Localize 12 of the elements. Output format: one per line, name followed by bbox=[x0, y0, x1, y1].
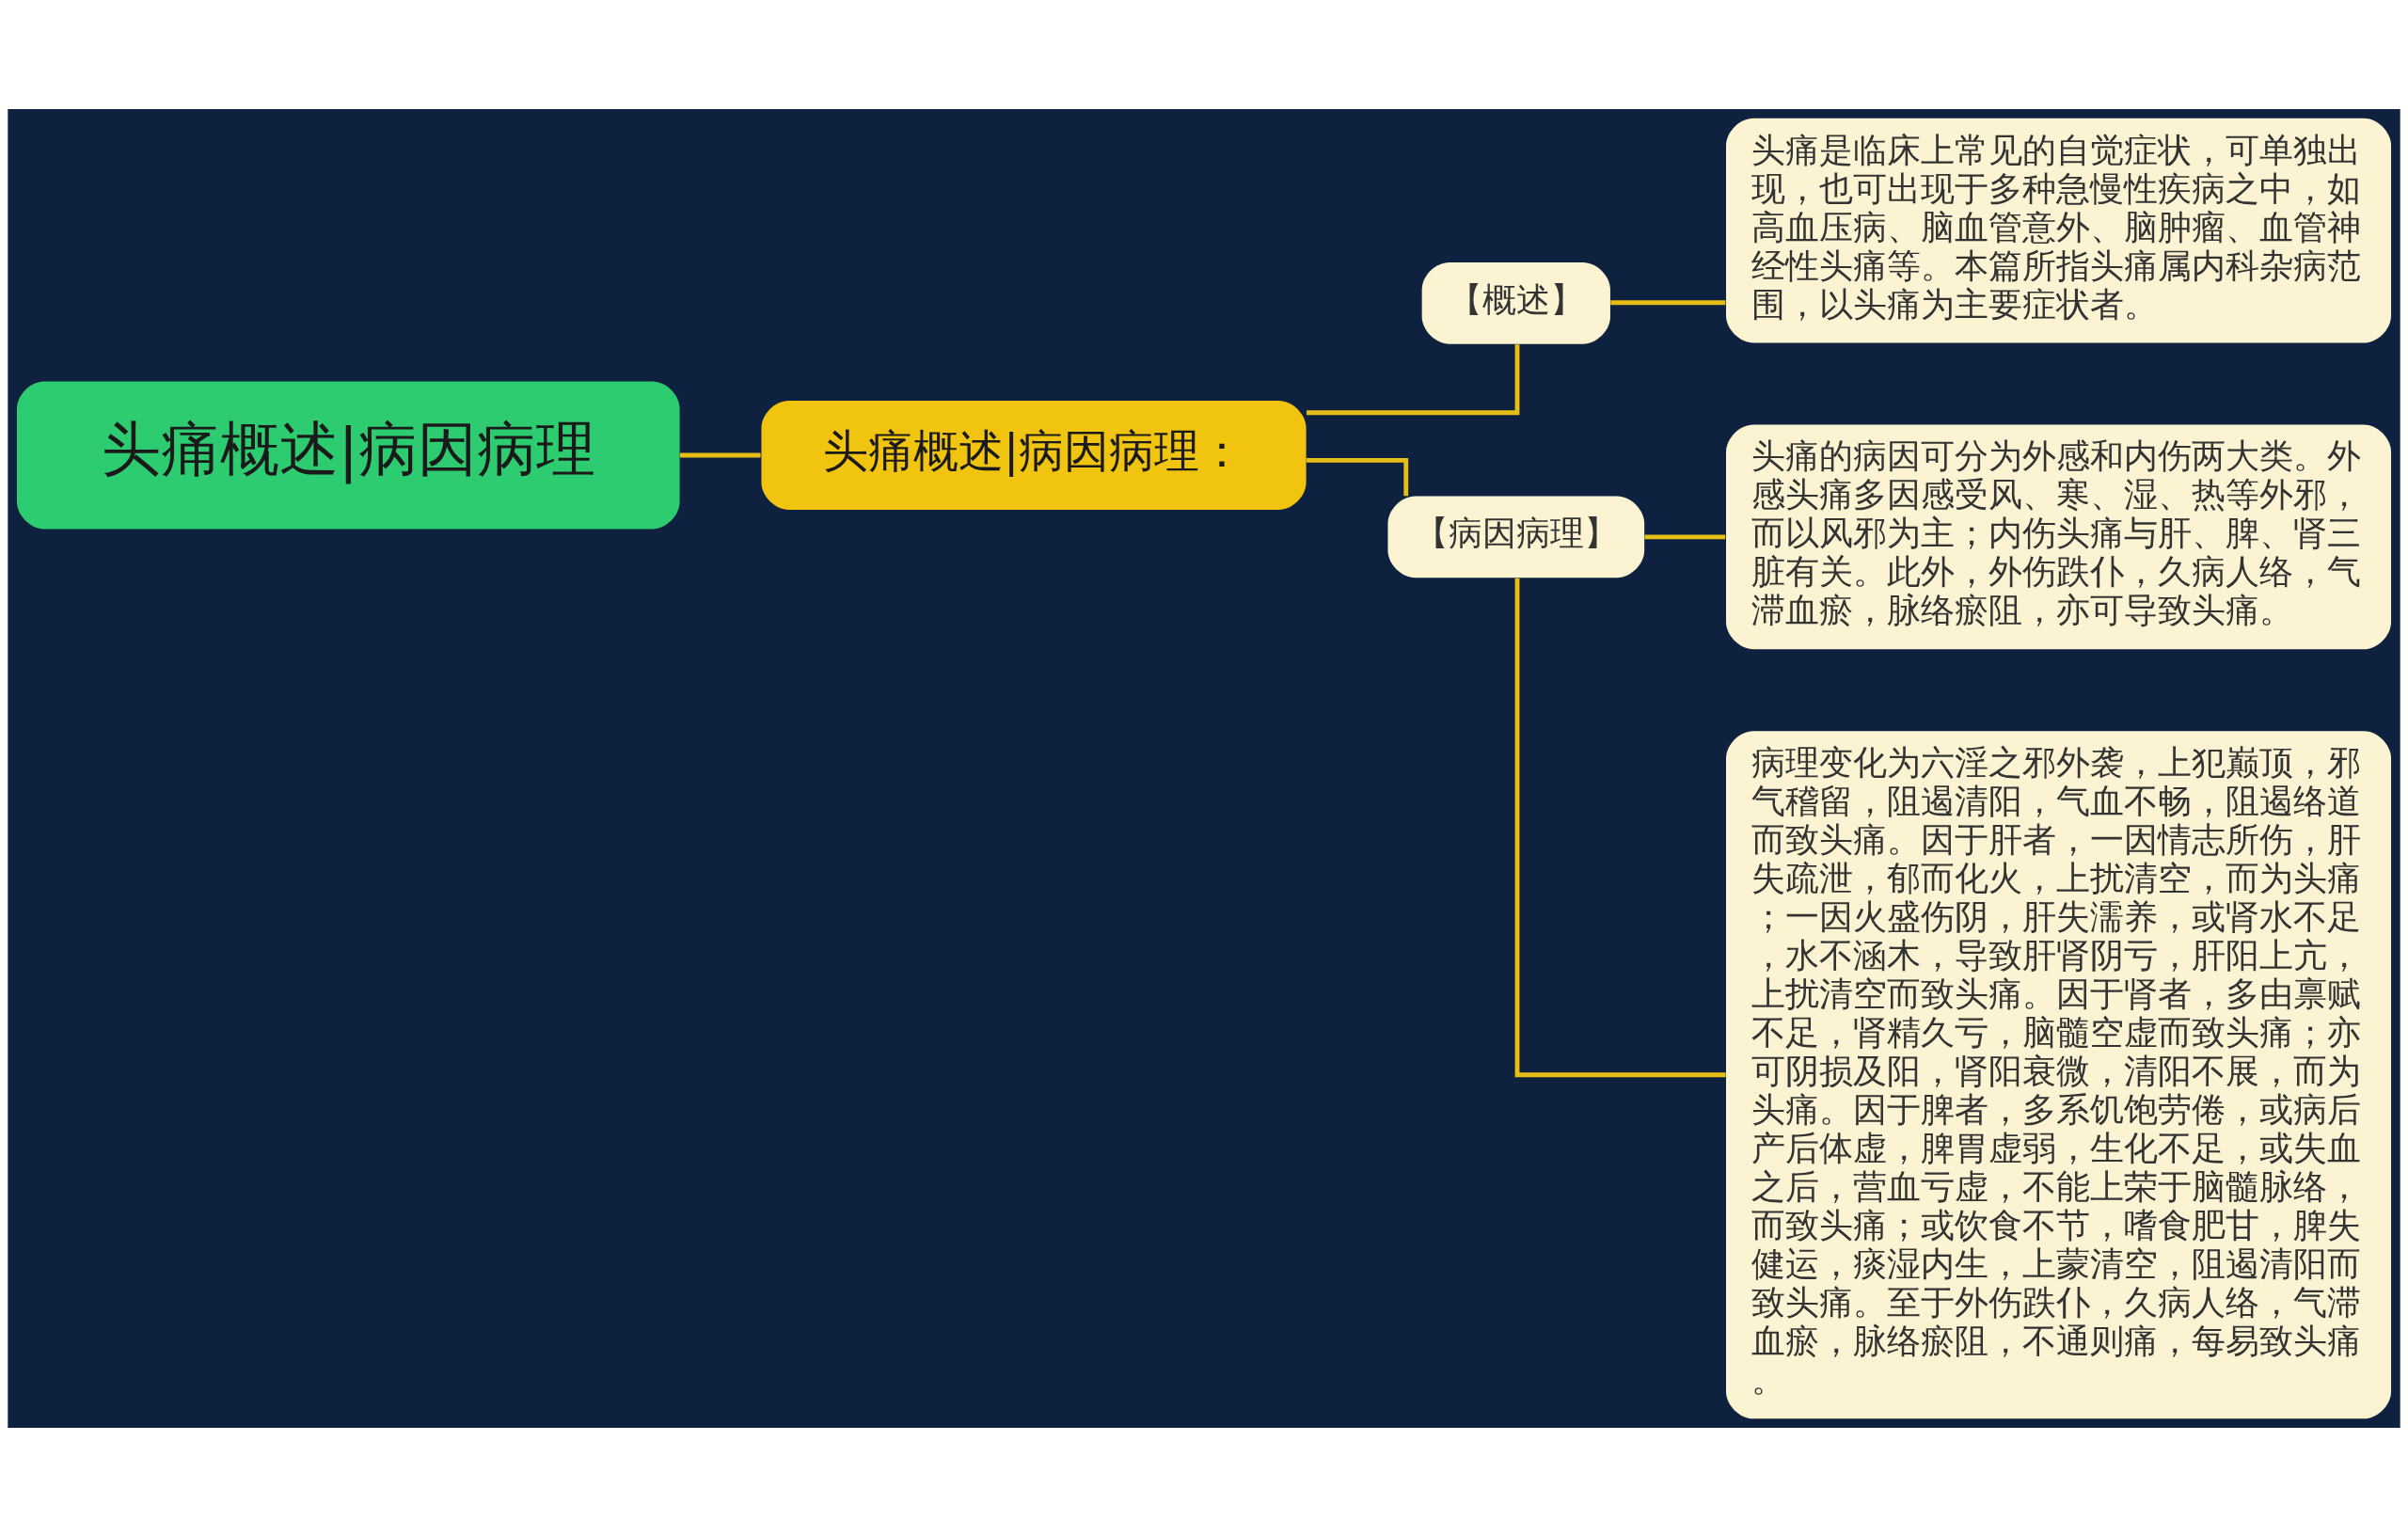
connector bbox=[679, 452, 761, 457]
connector bbox=[1644, 533, 1726, 539]
connector bbox=[1514, 578, 1726, 1077]
node-box: 病理变化为六淫之邪外袭，上犯巅顶，邪气稽留，阻遏清阳，气血不畅，阻遏络道而致头痛。因于肝者，一因情志所伤，肝失疏泄，郁而化火，上扰清空，而为头痛；一因火盛伤阴，肝失濡养，或肾水不足，水不涵木，导致肝肾阴亏，肝阳上亢，上扰清空而致头痛。因于肾者，多由禀赋不足，肾精久亏，脑髓空虚而致头痛；亦可阴损及阳，肾阳衰微，清阳不展，而为头痛。因于脾者，多系饥饱劳倦，或病后产后体虚，脾胃虚弱，生化不足，或失血之后，营血亏虚，不能上荣于脑髓脉络，而致头痛；或饮食不节，嗜食肥甘，脾失健运，痰湿内生，上蒙清空，阻遏清阳而致头痛。至于外伤跌仆，久病人络，气滞血瘀，脉络瘀阻，不通则痛，每易致头痛。 bbox=[1726, 730, 2392, 1418]
connector bbox=[1307, 343, 1520, 415]
connector bbox=[1610, 299, 1726, 305]
node-box: 【概述】 bbox=[1421, 261, 1610, 344]
node-box: 头痛概述|病因病理： bbox=[761, 400, 1307, 510]
node-box: 头痛概述|病因病理 bbox=[16, 381, 680, 529]
node-box: 头痛是临床上常见的自觉症状，可单独出现，也可出现于多种急慢性疾病之中，如高血压病、脑血管意外、脑肿瘤、血管神经性头痛等。本篇所指头痛属内科杂病范围，以头痛为主要症状者。 bbox=[1726, 118, 2392, 343]
node-box: 头痛的病因可分为外感和内伤两大类。外感头痛多因感受风、寒、湿、热等外邪，而以风邪为主；内伤头痛与肝、脾、肾三脏有关。此外，外伤跌仆，久病人络，气滞血瘀，脉络瘀阻，亦可导致头痛。 bbox=[1726, 423, 2392, 649]
node-box: 【病因病理】 bbox=[1387, 495, 1645, 578]
